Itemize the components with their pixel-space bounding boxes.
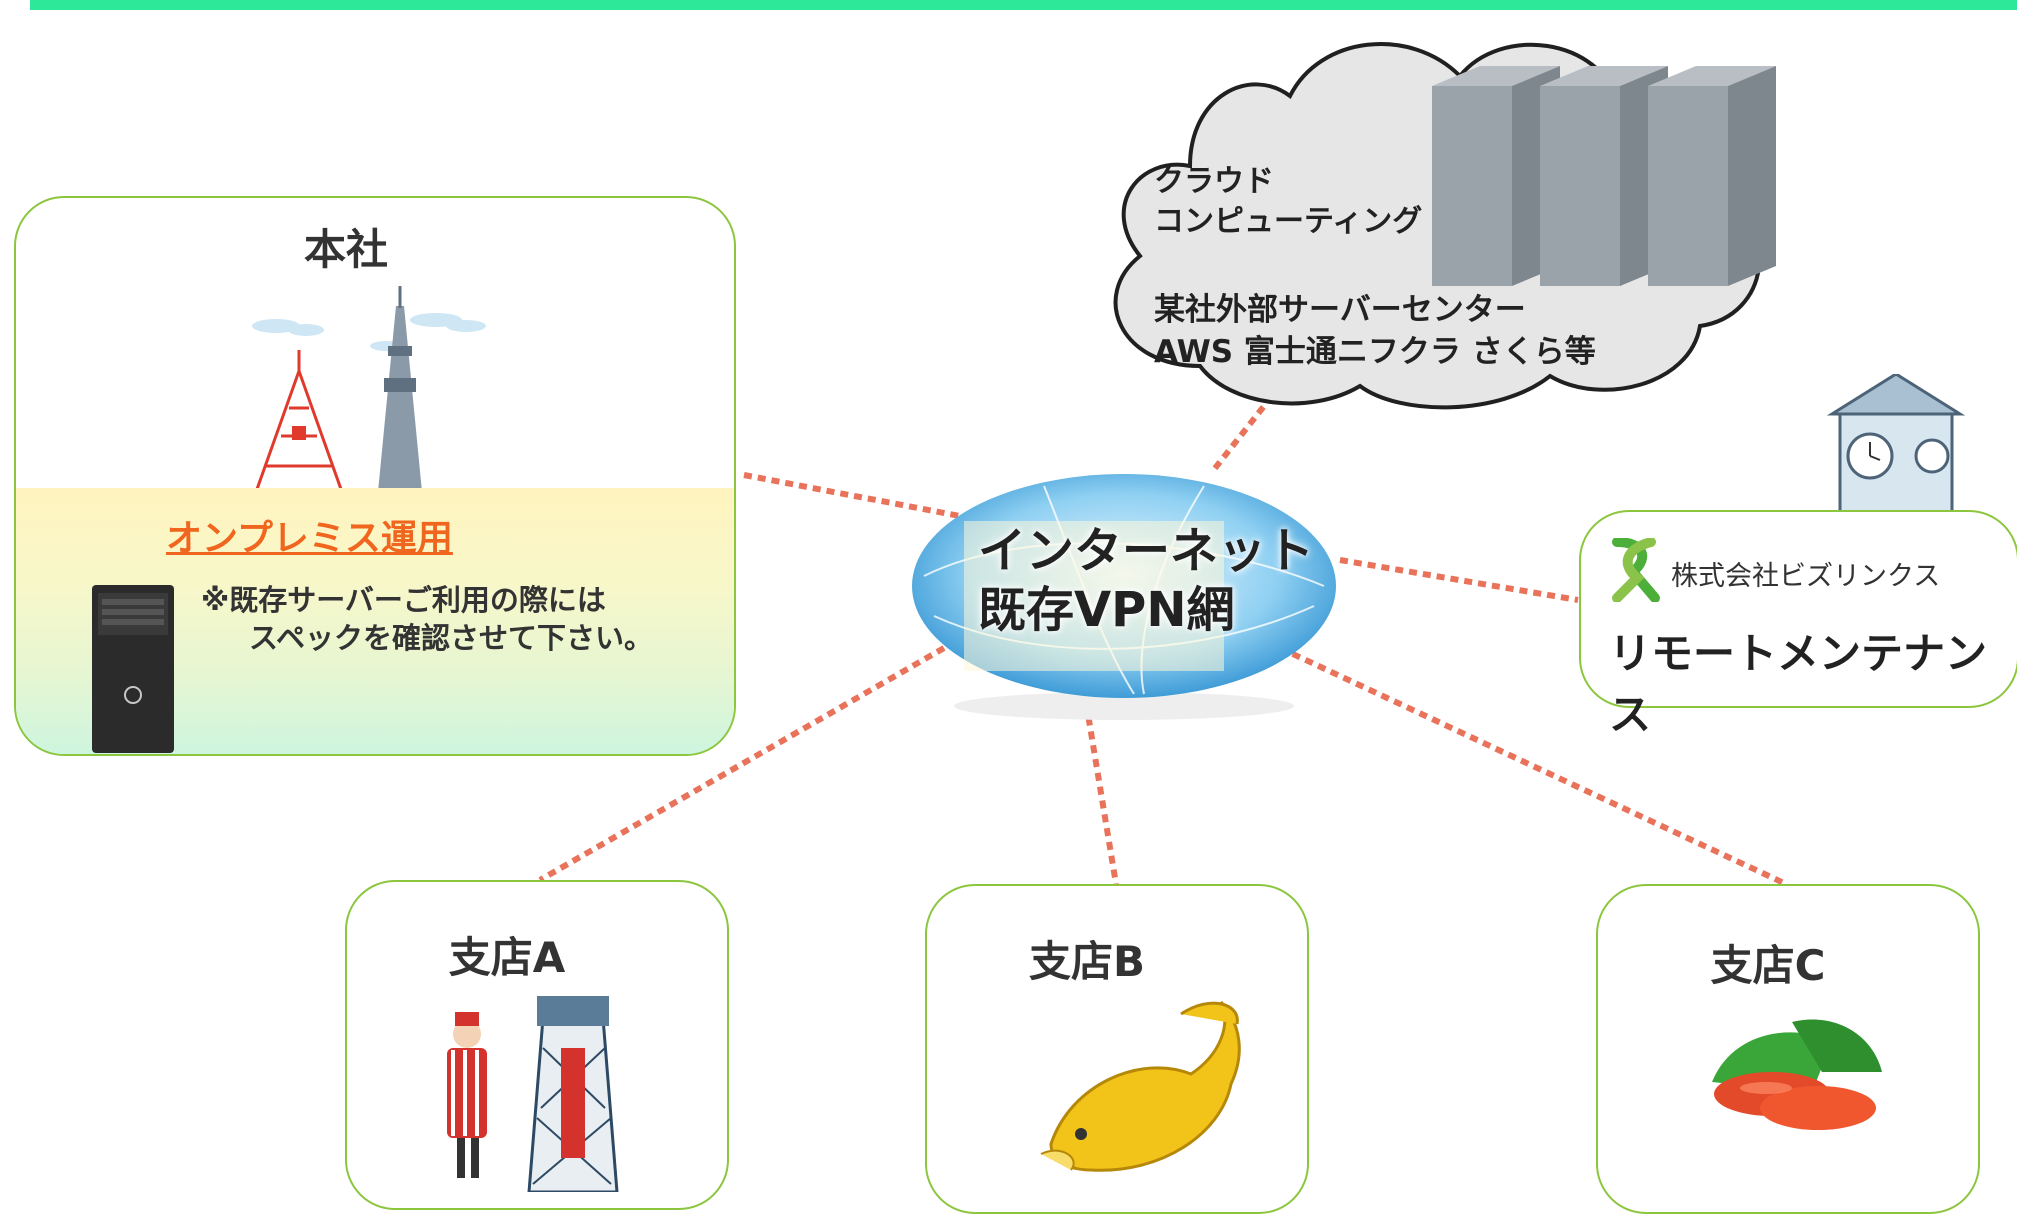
mentaiko-illustration: [1712, 1019, 1882, 1130]
internet-line-1: インターネット: [978, 523, 1315, 579]
remote-maintenance-box: 株式会社ビズリンクス リモートメンテナンス: [1579, 510, 2017, 739]
top-accent-bar: [30, 0, 2017, 10]
branch-c-box: 支店C: [1596, 884, 1980, 1214]
headquarters-title: 本社: [303, 225, 388, 274]
branch-a-box: 支店A: [345, 880, 729, 1210]
internet-line-2: 既存VPN網: [978, 581, 1235, 638]
headquarters-box: 本社 オンプレミス運用 ※既存サーバーご利用の際には: [14, 196, 736, 756]
connector-hq: [743, 472, 961, 519]
server-note-line-1: ※既存サーバーご利用の際には: [201, 583, 606, 617]
cloud-heading: クラウド コンピューティング: [1154, 162, 1422, 241]
server-note: ※既存サーバーご利用の際には スペックを確認させて下さい。: [201, 582, 653, 657]
golden-shachihoko-illustration: [1040, 1000, 1241, 1172]
server-tower-icon: [92, 585, 174, 753]
internet-label: インターネット 既存VPN網: [978, 522, 1314, 639]
cloud-line-4: AWS 富士通ニフクラ さくら等: [1154, 333, 1596, 370]
cloud-line-2: コンピューティング: [1154, 203, 1423, 239]
bizlinks-logo-icon: [1612, 538, 1660, 602]
internet-globe-icon: [912, 474, 1336, 720]
branch-a-title: 支店A: [448, 933, 566, 982]
branch-c-title: 支店C: [1710, 941, 1826, 990]
connector-branch-b: [1081, 689, 1119, 885]
connector-maintenance: [1339, 557, 1579, 603]
clock-tower-illustration: [1826, 374, 1966, 514]
branch-b-box: 支店B: [925, 884, 1309, 1214]
tokyo-towers-illustration: [252, 286, 486, 492]
server-note-line-2: スペックを確認させて下さい。: [249, 620, 653, 655]
maintenance-title: リモートメンテナンス: [1609, 629, 1988, 739]
osaka-tower-illustration: [447, 996, 619, 1192]
cloud-line-1: クラウド: [1154, 164, 1274, 199]
maintenance-company: 株式会社ビズリンクス: [1671, 561, 1941, 592]
connector-branch-a: [538, 645, 946, 883]
onprem-label: オンプレミス運用: [166, 518, 453, 559]
cloud-illustration: [1113, 41, 1776, 410]
cloud-line-3: 某社外部サーバーセンター: [1154, 292, 1526, 328]
branch-b-title: 支店B: [1028, 937, 1145, 986]
cloud-description: 某社外部サーバーセンター AWS 富士通ニフクラ さくら等: [1154, 290, 1596, 374]
connector-cloud: [1209, 394, 1275, 474]
connector-branch-c: [1278, 645, 1788, 887]
